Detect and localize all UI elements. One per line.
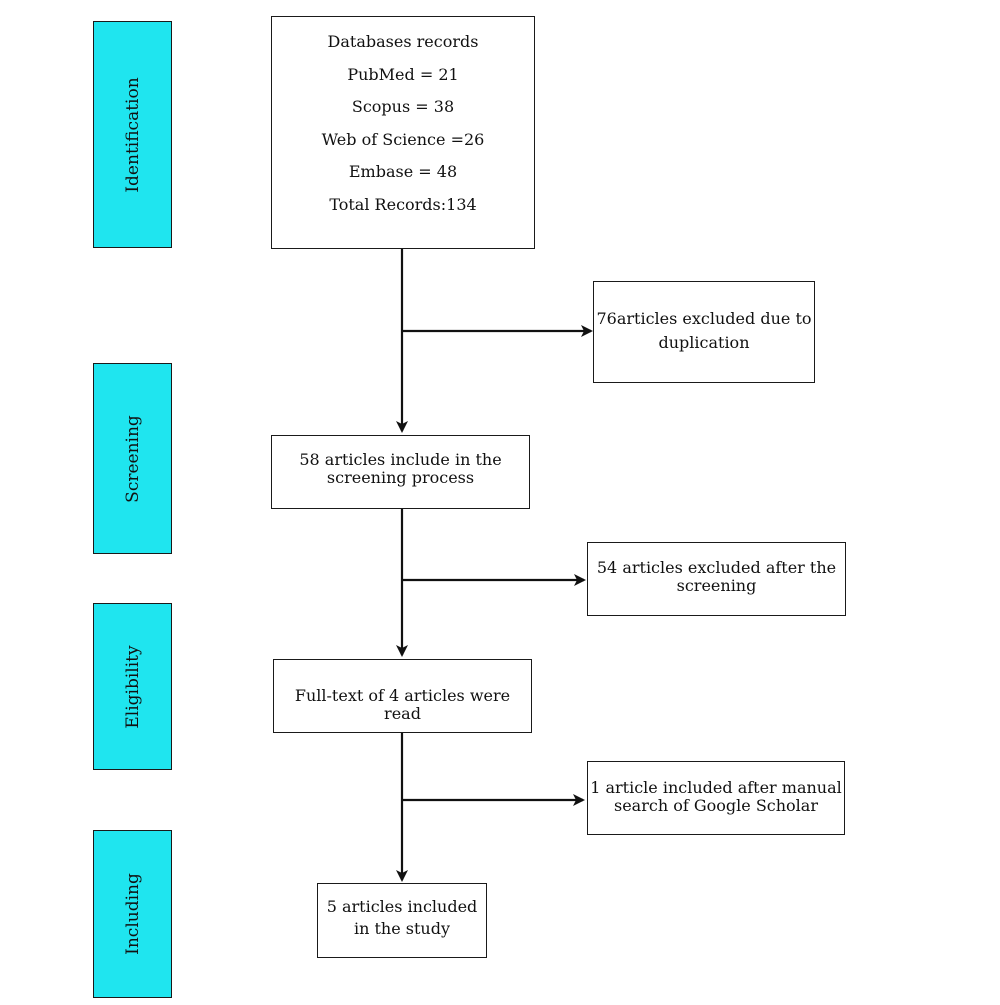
fulltext-box: Full-text of 4 articles were read bbox=[273, 659, 532, 733]
screening-excluded-line-2: screening bbox=[676, 576, 757, 595]
fulltext-label: Full-text of 4 articles were read bbox=[294, 686, 511, 723]
databases-heading: Databases records bbox=[327, 32, 479, 51]
phase-eligibility: Eligibility bbox=[93, 603, 172, 770]
duplication-excluded-line-2: duplication bbox=[658, 333, 750, 352]
phase-including: Including bbox=[93, 830, 172, 998]
included-line-2: in the study bbox=[353, 919, 451, 938]
included-box: 5 articles included in the study bbox=[317, 883, 487, 958]
scopus-count: Scopus = 38 bbox=[351, 97, 455, 117]
screening-box: 58 articles include in the screening pro… bbox=[271, 435, 530, 509]
phase-eligibility-label: Eligibility bbox=[122, 644, 143, 729]
screening-line-2: screening process bbox=[326, 468, 475, 487]
pubmed-count: PubMed = 21 bbox=[347, 64, 459, 84]
phase-screening: Screening bbox=[93, 363, 172, 554]
web-of-science-count: Web of Science =26 bbox=[321, 129, 485, 149]
screening-excluded-box: 54 articles excluded after the screening bbox=[587, 542, 846, 616]
manual-search-line-1: 1 article included after manual bbox=[590, 778, 842, 797]
manual-search-line-2: search of Google Scholar bbox=[614, 796, 818, 815]
manual-search-box: 1 article included after manual search o… bbox=[587, 761, 845, 835]
duplication-excluded-box: 76articles excluded due to duplication bbox=[593, 281, 815, 383]
duplication-excluded-line-1: 76articles excluded due to bbox=[596, 309, 812, 328]
embase-count: Embase = 48 bbox=[348, 162, 458, 182]
phase-identification: Identification bbox=[93, 21, 172, 248]
screening-excluded-line-1: 54 articles excluded after the bbox=[596, 558, 837, 577]
phase-screening-label: Screening bbox=[122, 414, 143, 503]
databases-records-box: Databases records PubMed = 21 Scopus = 3… bbox=[271, 16, 535, 249]
phase-identification-label: Identification bbox=[122, 76, 143, 193]
phase-including-label: Including bbox=[122, 873, 143, 955]
included-line-1: 5 articles included bbox=[326, 897, 478, 916]
screening-line-1: 58 articles include in the bbox=[299, 450, 502, 469]
total-records: Total Records:134 bbox=[329, 194, 477, 214]
